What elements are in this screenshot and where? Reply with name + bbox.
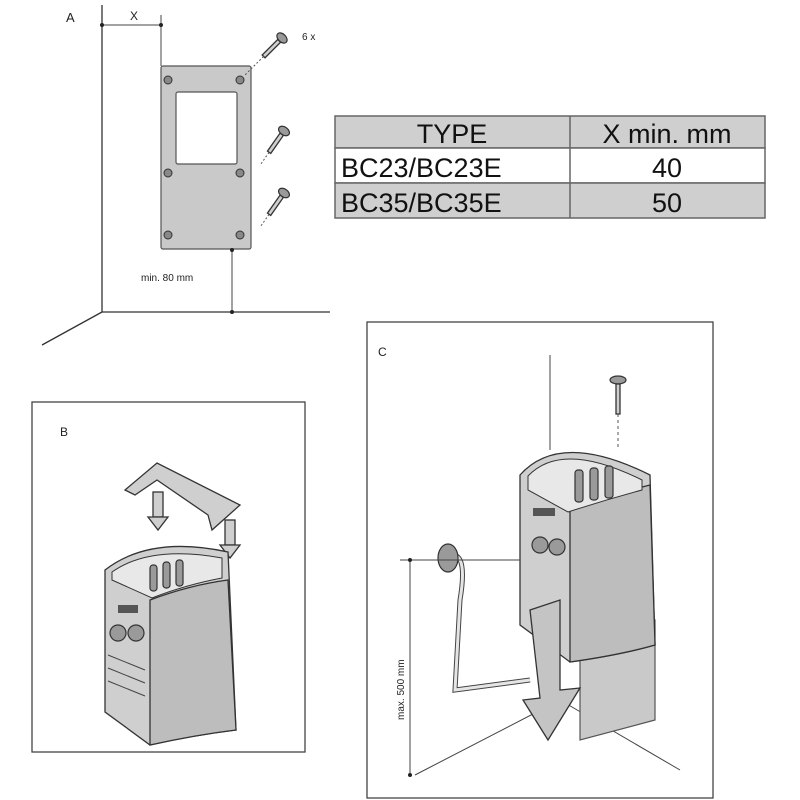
clearance-table: TYPE X min. mm BC23/BC23E 40 BC35/BC35E … — [334, 115, 766, 219]
screw-icons — [244, 32, 291, 228]
logo-badge — [118, 605, 138, 613]
control-knob — [109, 624, 127, 642]
dimension-dot — [230, 310, 234, 314]
cell-type: BC35/BC35E — [341, 188, 502, 218]
panel-c-label: C — [378, 345, 387, 359]
panel-a-label: A — [66, 10, 75, 25]
cell-x-min: 40 — [652, 153, 682, 183]
stone-guard-cover — [123, 462, 242, 560]
table-row — [334, 182, 766, 219]
dimension-dot — [159, 23, 163, 27]
control-knob — [531, 536, 549, 554]
heater-illustration — [104, 545, 237, 746]
panel-b: B — [31, 401, 306, 753]
arrow-down-icon — [521, 599, 582, 742]
dimension-x-label: X — [130, 9, 138, 23]
dimension-dot — [230, 248, 234, 252]
arrow-down-icon — [146, 516, 170, 532]
control-knob — [127, 624, 145, 642]
logo-badge — [533, 508, 555, 516]
heater-illustration — [519, 451, 656, 663]
panel-a: A X 6 x min. 80 mm — [41, 5, 330, 346]
control-knob — [548, 538, 566, 556]
height-max-label: max. 500 mm — [396, 659, 407, 720]
plate-opening — [175, 91, 238, 165]
junction-box — [437, 543, 459, 573]
dimension-dot — [408, 558, 412, 562]
table-row — [334, 147, 766, 184]
header-type: TYPE — [417, 119, 488, 149]
panel-c: C max. 500 mm — [366, 321, 714, 799]
screw-count-label: 6 x — [302, 32, 315, 43]
screw-icon — [609, 375, 627, 450]
screw-holes — [163, 75, 245, 240]
cell-type: BC23/BC23E — [341, 153, 502, 183]
dimension-dot — [408, 773, 412, 777]
dimension-dot — [100, 23, 104, 27]
header-x-min: X min. mm — [602, 119, 731, 149]
floor-side-line — [41, 311, 103, 346]
panel-b-label: B — [60, 425, 68, 439]
table-header-row — [334, 115, 766, 149]
cell-x-min: 50 — [652, 188, 682, 218]
floor-clearance-label: min. 80 mm — [141, 273, 193, 284]
